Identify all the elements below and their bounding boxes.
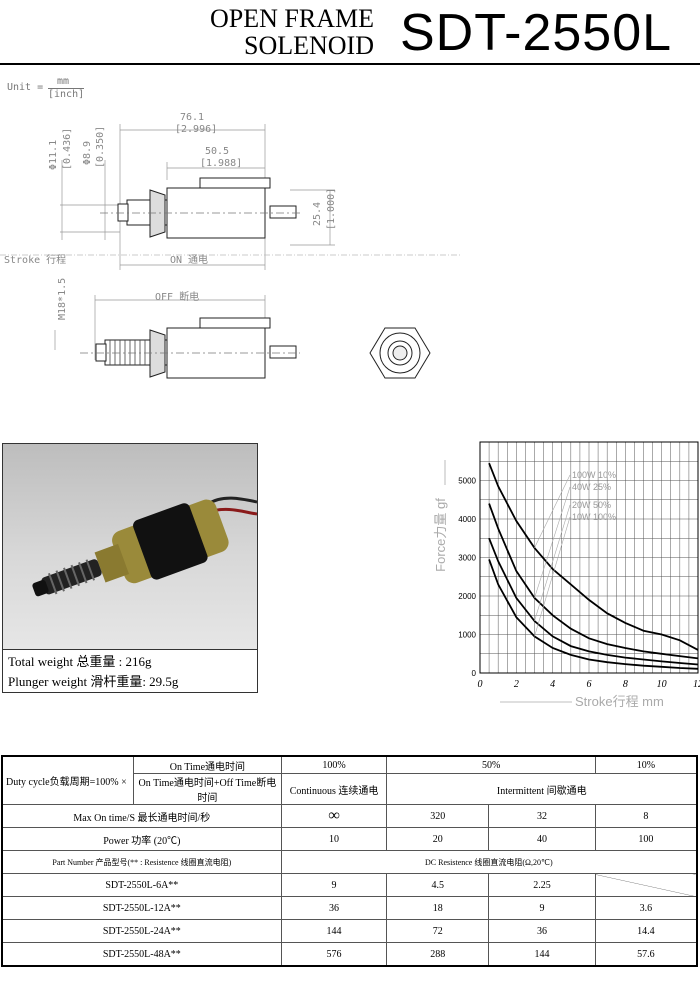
legend-leader — [534, 474, 571, 549]
power-10: 100 — [594, 827, 698, 851]
max-on-50: 320 — [386, 804, 490, 828]
duty-10: 10% — [594, 755, 698, 774]
on-time-label: On Time通电时间 — [133, 755, 282, 774]
body-mm: 50.5 — [205, 146, 230, 157]
legend-label: 10W 100% — [572, 512, 616, 522]
res-6a-100: 9 — [280, 873, 388, 897]
header-rule — [0, 63, 700, 65]
y-tick-label: 3000 — [458, 554, 476, 563]
dc-resistance-label: DC Resistence 线圈直流电阻(Ω,20℃) — [280, 850, 698, 874]
res-48a-50: 288 — [386, 942, 490, 967]
continuous-label: Continuous 连续通电 — [280, 773, 388, 805]
total-weight: Total weight 总重量 : 216g — [8, 654, 152, 669]
series-line — [488, 462, 699, 651]
legend-label: 20W 50% — [572, 500, 611, 510]
on-label: ON 通电 — [170, 255, 209, 266]
product-photo — [3, 444, 258, 649]
off-label: OFF 断电 — [155, 292, 200, 303]
weight-info: Total weight 总重量 : 216g Plunger weight 滑… — [3, 649, 257, 692]
res-12a-10: 3.6 — [594, 896, 698, 920]
res-24a-50: 72 — [386, 919, 490, 943]
product-type-line2: SOLENOID — [244, 31, 374, 60]
plot-frame — [479, 441, 699, 674]
duty-100: 100% — [280, 755, 388, 774]
y-tick-label: 1000 — [458, 631, 476, 640]
dimension-drawing — [0, 124, 460, 379]
y-tick-label: 2000 — [458, 592, 476, 601]
series-line — [488, 559, 699, 670]
duty-50: 50% — [386, 755, 596, 774]
res-6a-10 — [594, 873, 698, 897]
dia1-inch: [0.436] — [62, 127, 73, 170]
solenoid-image — [32, 496, 258, 597]
dia2-mm: Φ8.9 — [82, 140, 93, 165]
dia1-mm: Φ11.1 — [48, 139, 59, 170]
model-number: SDT-2550L — [400, 4, 673, 62]
spec-table: Duty cycle负载周期=100% × On Time通电时间 100% 5… — [1, 755, 698, 967]
legend-leader — [534, 504, 571, 622]
legend-label: 100W 10% — [572, 470, 616, 480]
x-tick-label: 8 — [623, 679, 628, 690]
unit-mm: mm — [57, 76, 70, 87]
series-line — [488, 537, 699, 666]
y-tick-label: 5000 — [458, 477, 476, 486]
res-24a-25: 36 — [488, 919, 596, 943]
power-25: 40 — [488, 827, 596, 851]
legend-leader — [534, 516, 571, 637]
y-tick-label: 0 — [472, 669, 477, 678]
unit-inch: [inch] — [48, 88, 85, 100]
product-photo-panel: Total weight 总重量 : 216g Plunger weight 滑… — [2, 443, 258, 693]
stroke-label: Stroke 行程 — [4, 255, 67, 266]
res-6a-25: 2.25 — [488, 873, 596, 897]
force-stroke-chart: 0 2 4 6 8 10 12 0 1000 2000 3000 4000 5000 100W 10% 40… — [433, 441, 700, 709]
power-100: 10 — [280, 827, 388, 851]
length-mm: 76.1 — [180, 112, 205, 123]
length-inch: [2.996] — [175, 124, 218, 135]
res-24a-100: 144 — [280, 919, 388, 943]
res-48a-100: 576 — [280, 942, 388, 967]
y-tick-label: 4000 — [458, 515, 476, 524]
legend-label: 40W 25% — [572, 482, 611, 492]
x-tick-label: 0 — [478, 679, 483, 690]
x-tick-label: 6 — [587, 679, 592, 690]
max-on-10: 8 — [594, 804, 698, 828]
x-tick-label: 4 — [550, 679, 555, 690]
height-inch: [1.000] — [326, 187, 337, 230]
y-axis-label: Force力量 gf — [433, 498, 448, 572]
plunger-weight: Plunger weight 滑杆重量: 29.5g — [8, 674, 179, 689]
x-axis-label: Stroke行程 mm — [575, 694, 664, 709]
x-tick-label: 2 — [514, 679, 519, 690]
res-12a-100: 36 — [280, 896, 388, 920]
series-line — [488, 503, 699, 660]
part-row-6a: SDT-2550L-6A** — [1, 873, 282, 897]
max-on-label: Max On time/S 最长通电时间/秒 — [1, 804, 282, 828]
body-inch: [1.988] — [200, 158, 243, 169]
dia2-inch: [0.350] — [95, 125, 106, 168]
power-label: Power 功率 (20℃) — [1, 827, 282, 851]
res-6a-50: 4.5 — [386, 873, 490, 897]
res-48a-10: 57.6 — [594, 942, 698, 967]
intermittent-label: Intermittent 间歇通电 — [386, 773, 698, 805]
power-50: 20 — [386, 827, 490, 851]
res-12a-50: 18 — [386, 896, 490, 920]
part-row-12a: SDT-2550L-12A** — [1, 896, 282, 920]
res-12a-25: 9 — [488, 896, 596, 920]
max-on-100: ∞ — [280, 804, 388, 828]
legend-leader — [534, 486, 571, 599]
height-mm: 25.4 — [312, 201, 323, 226]
part-number-label: Part Number 产品型号(** : Resistence 线圈直流电阻) — [1, 850, 282, 874]
res-48a-25: 144 — [488, 942, 596, 967]
max-on-25: 32 — [488, 804, 596, 828]
x-tick-label: 12 — [693, 679, 700, 690]
x-tick-label: 10 — [657, 679, 667, 690]
thread-size: M18*1.5 — [57, 277, 68, 320]
duty-cycle-label: Duty cycle负载周期=100% × — [1, 755, 135, 805]
part-row-24a: SDT-2550L-24A** — [1, 919, 282, 943]
product-type-line1: OPEN FRAME — [210, 4, 374, 33]
unit-label: Unit = — [7, 82, 44, 93]
on-off-time-label: On Time通电时间+Off Time断电时间 — [133, 773, 282, 805]
res-24a-10: 14.4 — [594, 919, 698, 943]
part-row-48a: SDT-2550L-48A** — [1, 942, 282, 967]
